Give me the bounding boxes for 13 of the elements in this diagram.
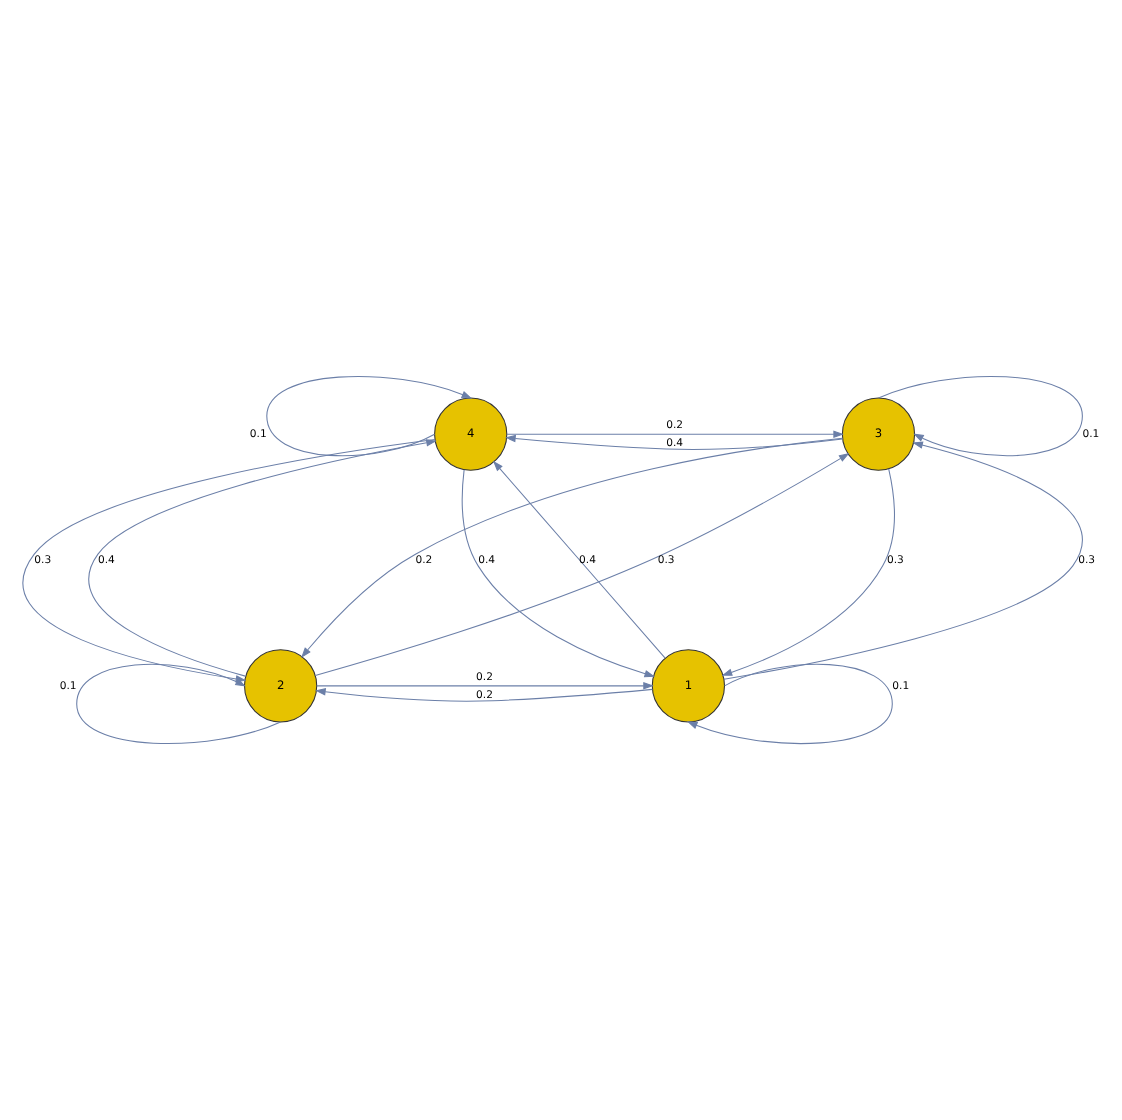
arrow (266, 375, 473, 457)
arrow (686, 663, 893, 745)
arrow (505, 434, 843, 450)
arrow (721, 468, 895, 676)
arrow (492, 460, 666, 659)
arrow (315, 688, 653, 702)
arrow (314, 453, 850, 676)
arrow (301, 437, 844, 658)
arrow (461, 469, 656, 678)
arrow (316, 682, 654, 690)
arrow (88, 439, 437, 677)
arrow (506, 430, 844, 438)
arrow (723, 441, 1083, 680)
